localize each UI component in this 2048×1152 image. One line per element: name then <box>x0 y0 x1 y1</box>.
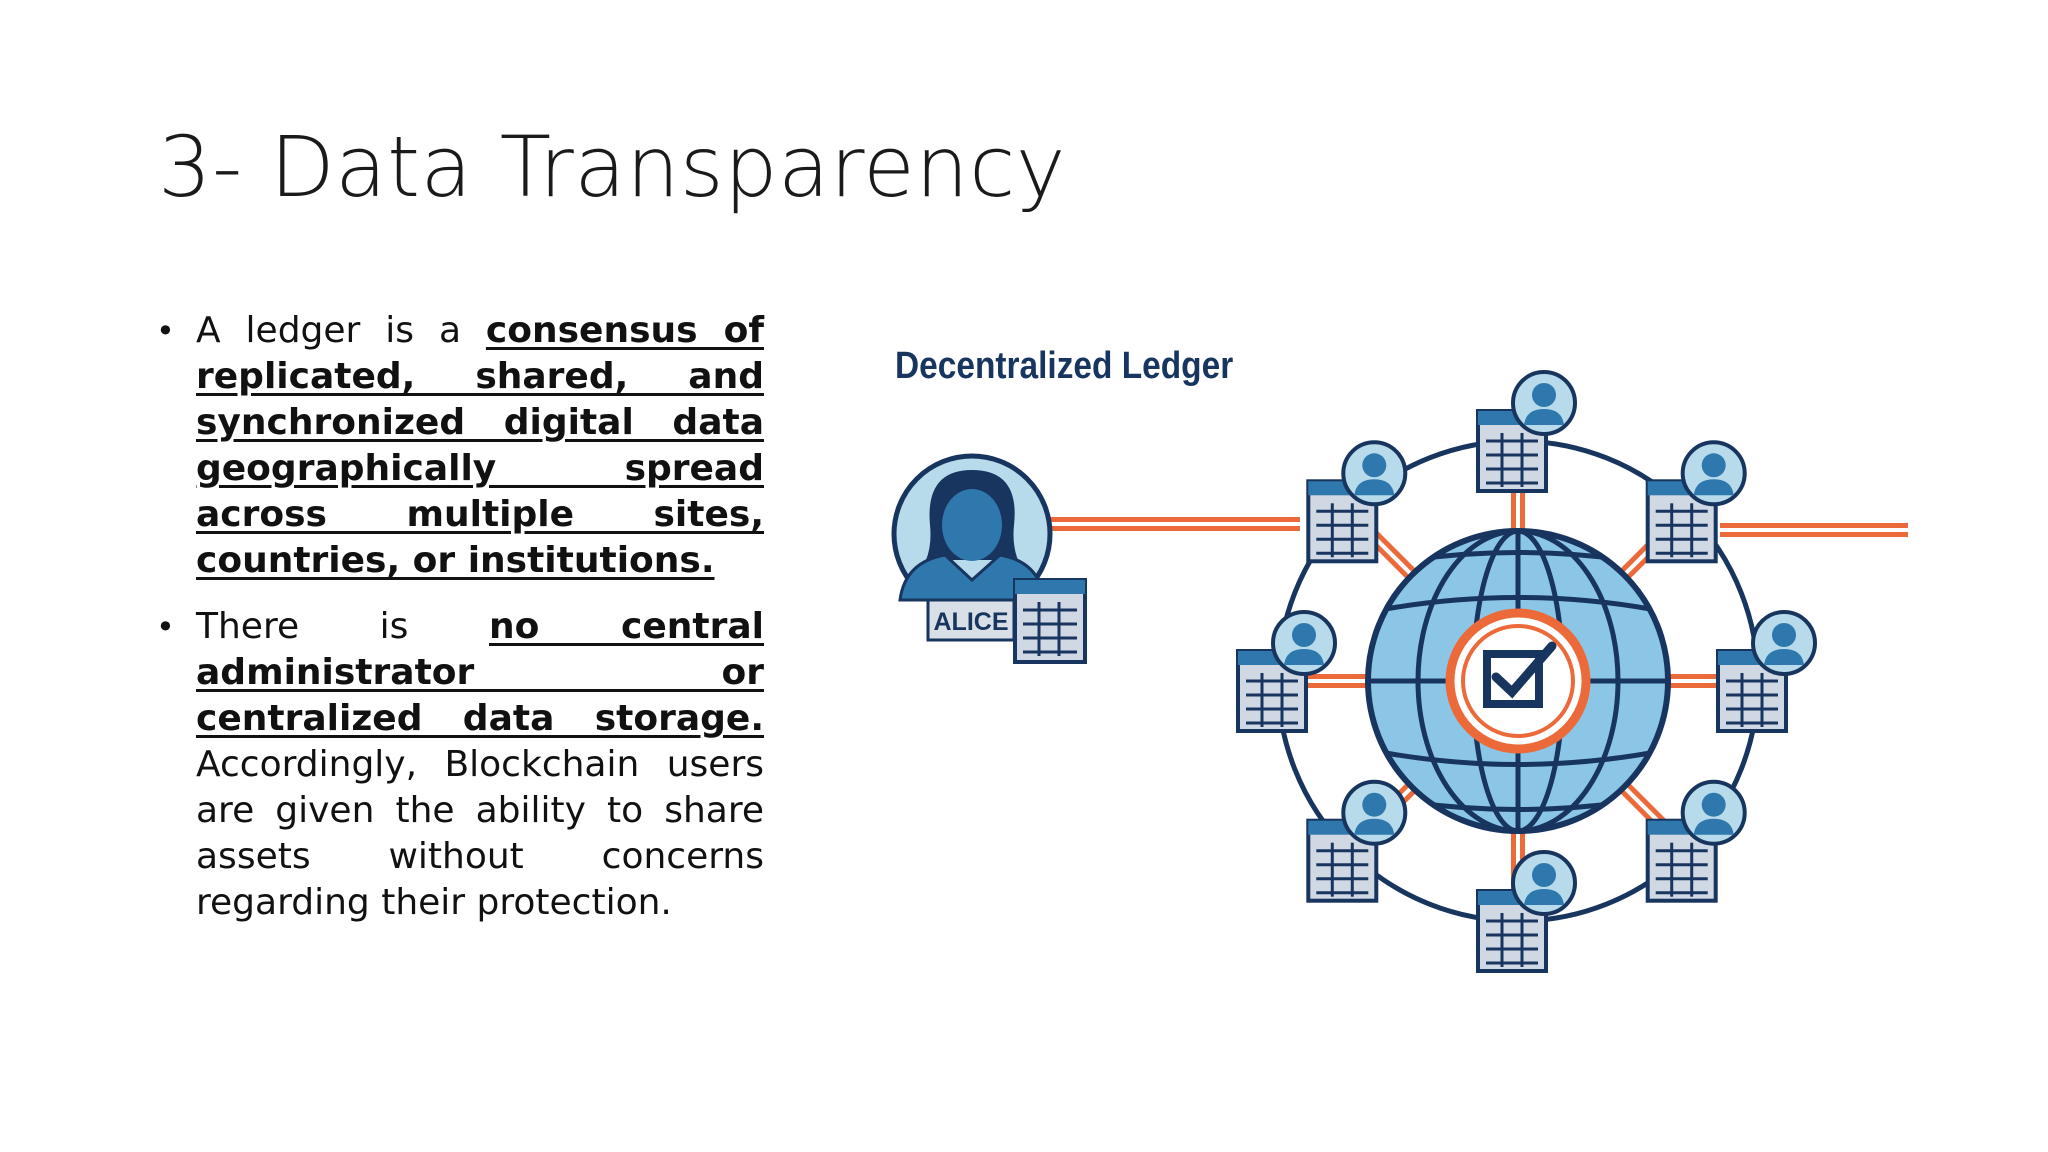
slide-title: 3- Data Transparency <box>158 118 1066 216</box>
decentralized-ledger-diagram: ALICE <box>891 370 1908 973</box>
bullet-text-emphasis: no central administrator or centralized … <box>196 606 764 739</box>
bullet-list: A ledger is a consensus of replicated, s… <box>156 308 764 926</box>
ledger-node <box>1645 440 1747 564</box>
user-avatar-icon <box>1341 779 1408 846</box>
figure-title: Decentralized Ledger <box>895 345 1234 387</box>
ledger-node <box>1306 440 1408 564</box>
bullet-text-lead: A ledger is a <box>196 310 486 351</box>
ledger-node <box>1476 850 1577 973</box>
bullet-text-rest: Accordingly, Blockchain users are given … <box>196 698 799 923</box>
ledger-node <box>1716 610 1817 733</box>
alice-label: ALICE <box>934 608 1009 636</box>
ledger-sheet-icon <box>1236 649 1308 733</box>
user-avatar-icon <box>1341 440 1408 507</box>
network-nodes <box>1236 370 1817 973</box>
ledger-sheet-icon <box>1013 578 1087 664</box>
user-avatar-icon <box>1271 610 1337 676</box>
ledger-node <box>1645 779 1747 903</box>
bullet-item-ledger: A ledger is a consensus of replicated, s… <box>156 308 764 584</box>
user-avatar-icon <box>1751 610 1817 676</box>
bullet-item-no-admin: There is no central administrator or cen… <box>156 604 764 926</box>
ledger-node <box>1476 370 1577 493</box>
ledger-sheet-icon <box>1306 818 1379 903</box>
ledger-node <box>1306 779 1408 903</box>
user-avatar-icon <box>1511 850 1577 916</box>
user-avatar-icon <box>1680 779 1747 846</box>
checkbox-icon <box>1445 608 1591 754</box>
bullet-text-lead: There is <box>196 606 489 647</box>
bullet-text-emphasis: consensus of replicated, shared, and syn… <box>196 310 764 581</box>
user-avatar-icon <box>1680 440 1747 507</box>
user-avatar-icon <box>898 470 1046 602</box>
user-avatar-icon <box>1511 370 1577 436</box>
ledger-node <box>1236 610 1337 733</box>
alice-user-node: ALICE <box>891 453 1087 664</box>
